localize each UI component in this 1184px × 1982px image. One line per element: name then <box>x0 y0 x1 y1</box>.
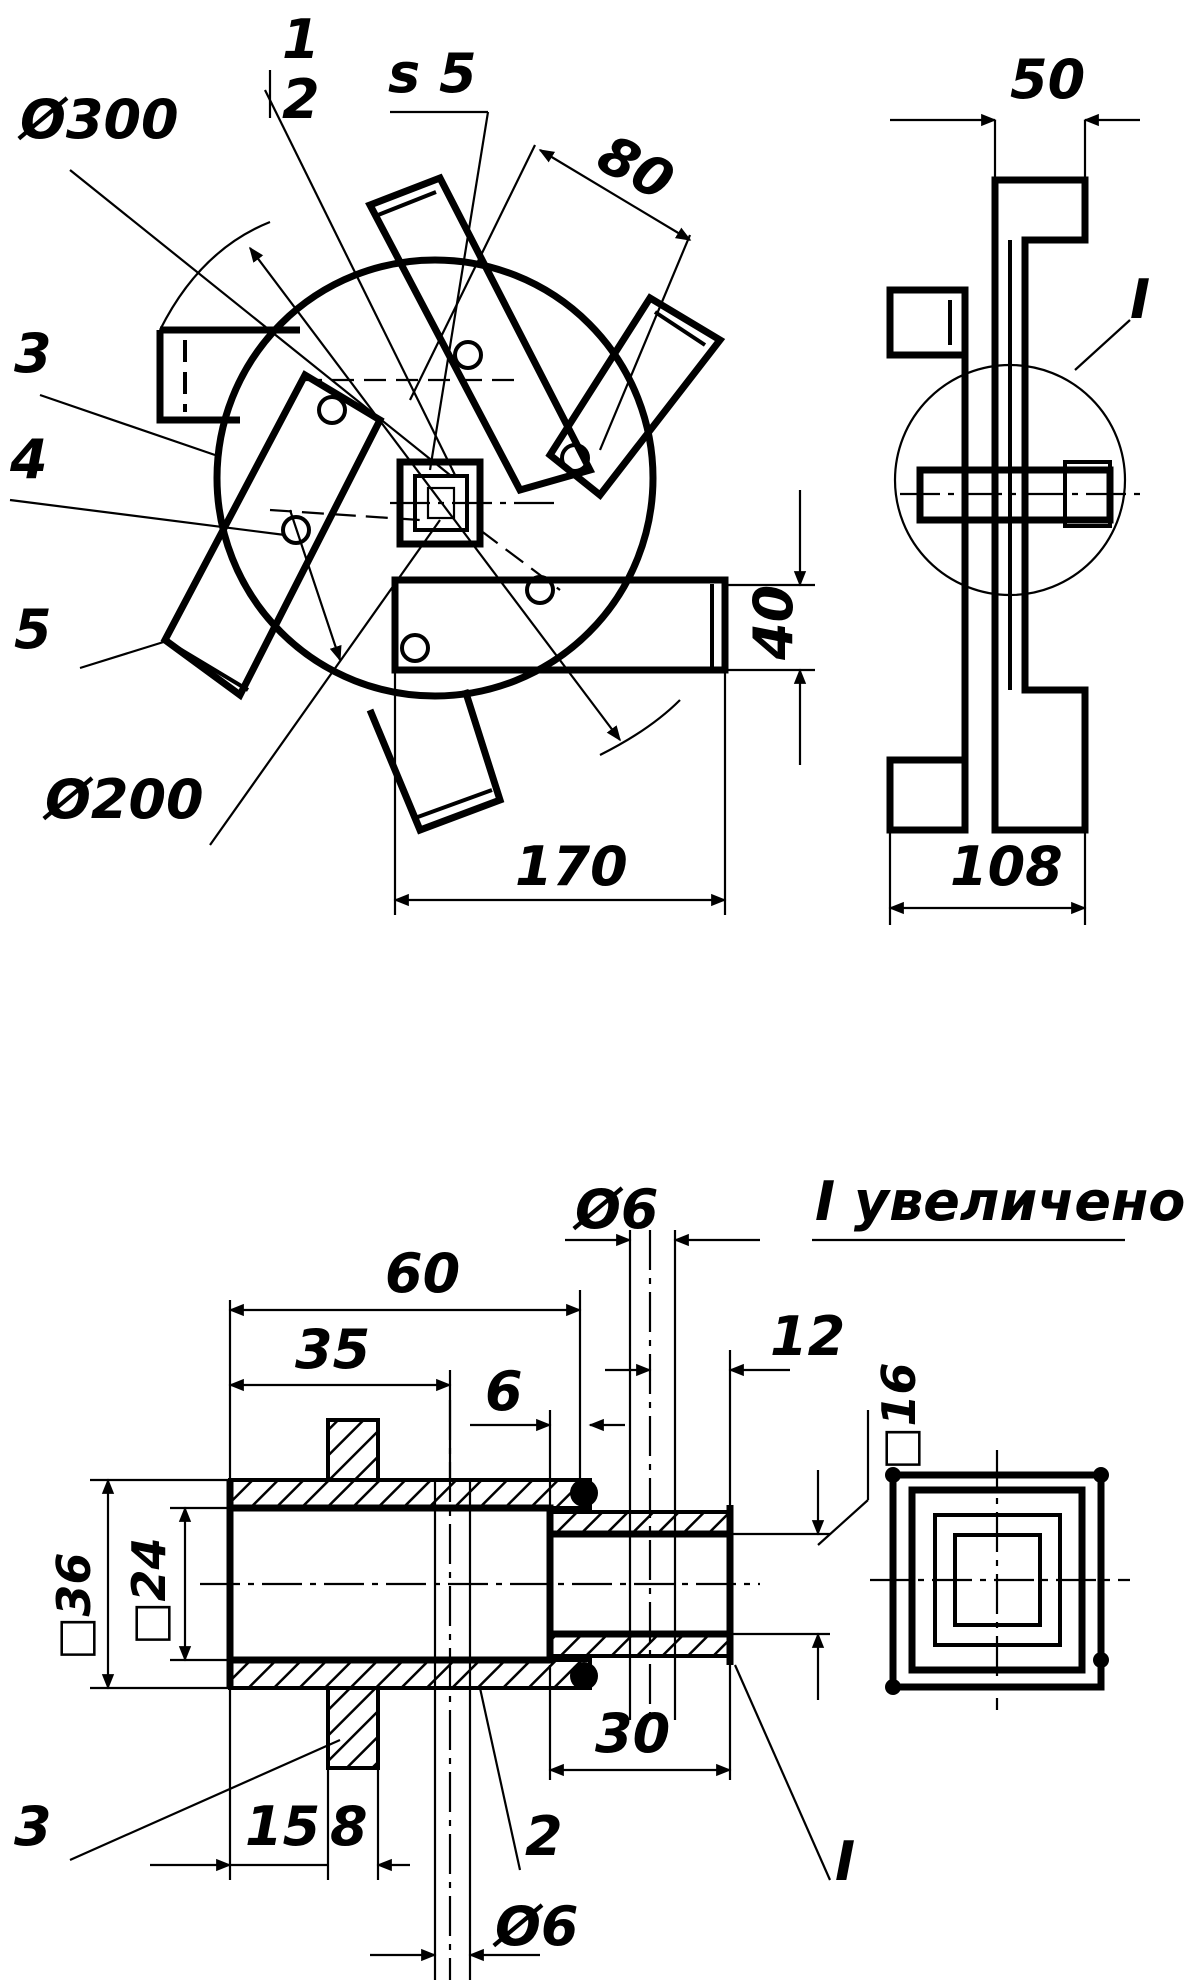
leader-part-4 <box>9 498 286 537</box>
label-diam300: Ø300 <box>17 88 179 151</box>
detail-title: I увеличено <box>815 1170 1184 1233</box>
leader-detail-part-3 <box>69 1738 341 1862</box>
label-square-inner: □16 <box>872 1363 926 1470</box>
label-square-bore: □24 <box>122 1538 176 1645</box>
hub-square-end-view <box>870 1450 1130 1710</box>
label-blade-height: 40 <box>742 585 805 661</box>
leader-part-5 <box>79 638 171 670</box>
label-part-4: 4 <box>9 428 48 491</box>
leader-detail-part-2 <box>478 1687 522 1871</box>
label-hole-top: Ø6 <box>572 1178 658 1241</box>
label-part-5: 5 <box>14 598 52 661</box>
label-left-offset: 15 <box>245 1795 320 1858</box>
leader-detail-part-1 <box>733 1664 832 1881</box>
label-detail-mark: I <box>1130 268 1150 331</box>
label-outer-length: 35 <box>295 1318 370 1381</box>
label-top-width: 50 <box>1010 48 1085 111</box>
leader-part-3 <box>39 393 216 457</box>
rotor-side-view <box>886 113 1140 925</box>
label-bottom-width: 108 <box>950 835 1063 898</box>
section-mark-bottom: 2 <box>282 68 320 131</box>
label-gap: 6 <box>485 1360 523 1423</box>
detail-circle-I <box>893 363 1127 597</box>
label-inner-step: 12 <box>770 1305 845 1368</box>
label-tube-length: 30 <box>595 1702 670 1765</box>
label-total-length: 60 <box>385 1242 460 1305</box>
label-part-3: 3 <box>14 322 52 385</box>
label-thickness: s 5 <box>388 42 477 105</box>
label-blade-width: 80 <box>588 122 684 213</box>
rotor-front-view <box>9 70 815 915</box>
leader-diam300 <box>69 169 451 476</box>
section-mark-top: 1 <box>282 8 320 71</box>
label-detail-part-1: I <box>835 1830 855 1893</box>
hub-detail-section <box>69 1230 870 1980</box>
label-blade-length: 170 <box>515 835 628 898</box>
label-detail-part-2: 2 <box>525 1805 563 1868</box>
label-plate-thickness: 8 <box>330 1795 368 1858</box>
label-diam200: Ø200 <box>42 768 204 831</box>
label-detail-part-3: 3 <box>14 1795 52 1858</box>
label-hole-bottom: Ø6 <box>492 1895 578 1958</box>
blade-bottom <box>366 688 505 835</box>
label-square-outer: □36 <box>47 1553 101 1660</box>
